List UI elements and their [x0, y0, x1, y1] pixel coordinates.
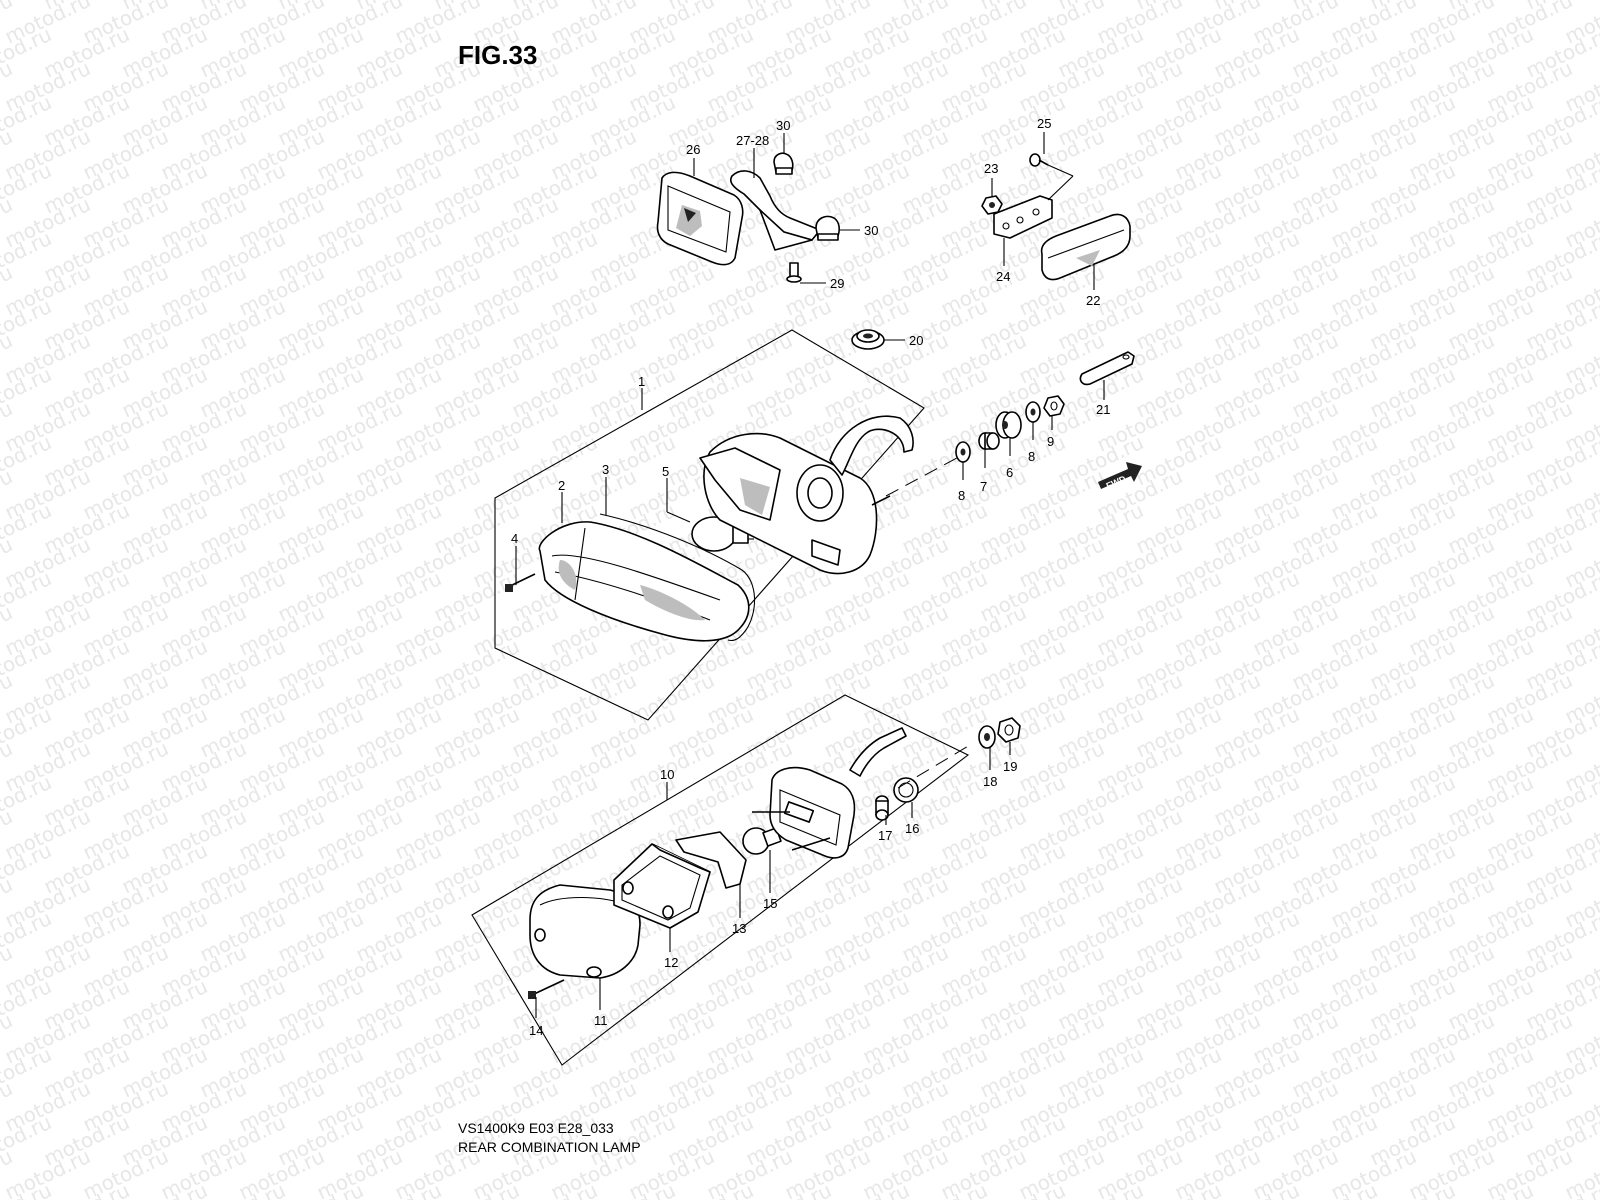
callout-2: 2	[558, 478, 565, 493]
part-grommet-20	[851, 329, 885, 350]
callout-15: 15	[763, 896, 777, 911]
part-spacer-7	[978, 432, 1000, 450]
callout-6: 6	[1006, 465, 1013, 480]
callout-18: 18	[983, 774, 997, 789]
callout-1: 1	[638, 374, 645, 389]
callout-5: 5	[662, 464, 669, 479]
callout-24: 24	[996, 269, 1010, 284]
callout-30a: 30	[776, 118, 790, 133]
part-washer-18	[978, 725, 996, 749]
callout-11: 11	[594, 1013, 608, 1028]
callout-25: 25	[1037, 116, 1051, 131]
part-cushion-6	[995, 411, 1022, 439]
callout-26: 26	[686, 142, 700, 157]
part-nut-9	[1043, 395, 1065, 417]
callout-16: 16	[905, 821, 919, 836]
callout-7: 7	[980, 479, 987, 494]
callout-4: 4	[511, 531, 518, 546]
callout-27-28: 27-28	[736, 133, 769, 148]
callout-22: 22	[1086, 293, 1100, 308]
callout-20: 20	[909, 333, 923, 348]
callout-8a: 8	[958, 488, 965, 503]
callout-14: 14	[529, 1023, 543, 1038]
callout-8b: 8	[1028, 449, 1035, 464]
callout-19: 19	[1003, 759, 1017, 774]
callout-17: 17	[878, 828, 892, 843]
footer-model-code: VS1400K9 E03 E28_033	[458, 1120, 614, 1136]
footer-caption: REAR COMBINATION LAMP	[458, 1139, 641, 1155]
part-cap-nut-30a	[773, 152, 794, 175]
callout-10: 10	[660, 767, 674, 782]
part-cap-nut-30b	[815, 215, 840, 241]
part-nut-19	[997, 717, 1021, 743]
callout-29: 29	[830, 276, 844, 291]
part-washer-8b	[1025, 401, 1041, 423]
part-ring-16	[893, 777, 919, 803]
callout-12: 12	[664, 955, 678, 970]
callout-3: 3	[602, 462, 609, 477]
callout-23: 23	[984, 161, 998, 176]
callout-30b: 30	[864, 223, 878, 238]
callout-21: 21	[1096, 402, 1110, 417]
figure-title: FIG.33	[458, 40, 537, 70]
callout-13: 13	[732, 921, 746, 936]
part-washer-8a	[955, 441, 971, 463]
callout-9: 9	[1047, 434, 1054, 449]
